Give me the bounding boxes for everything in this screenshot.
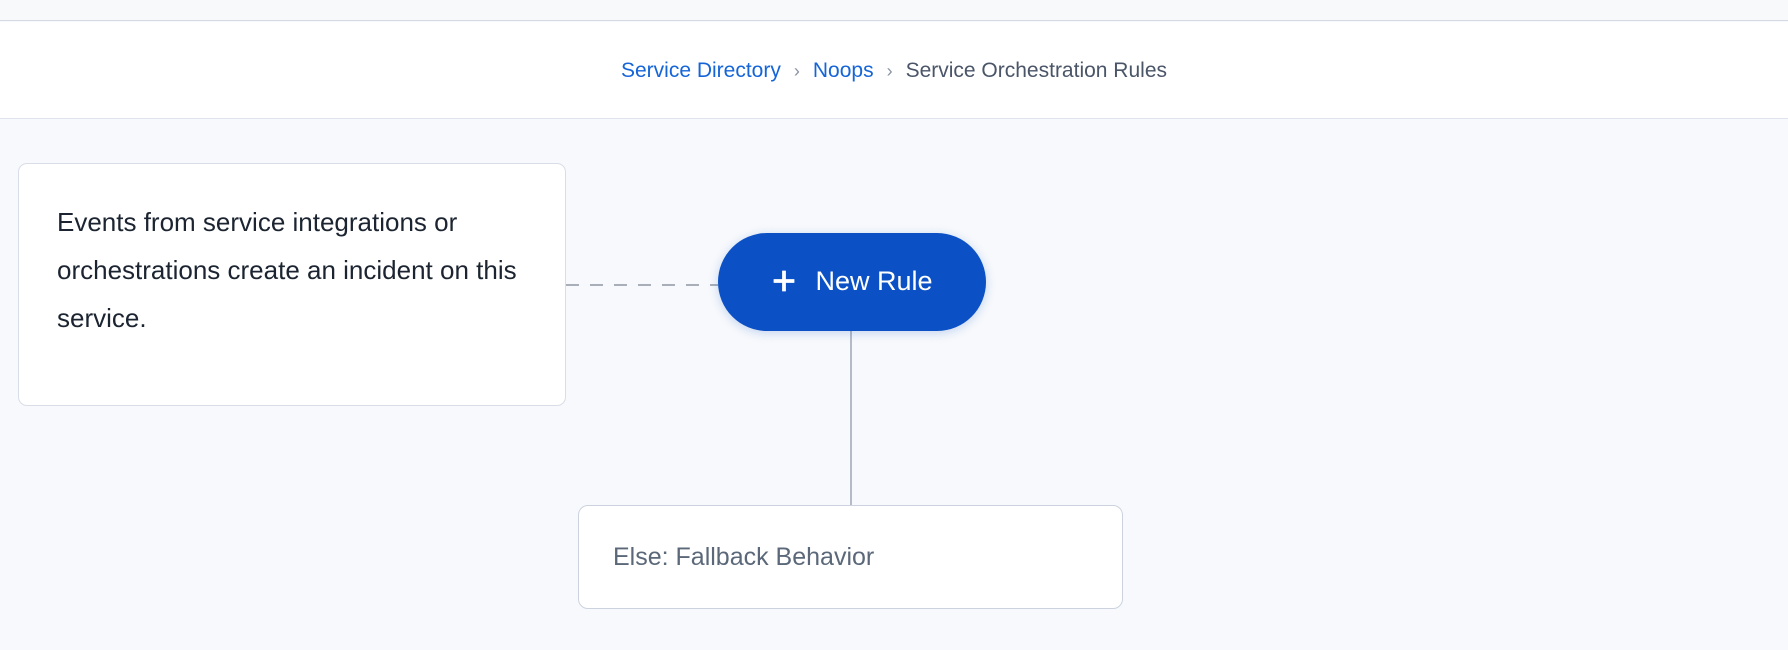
top-strip [0,0,1788,21]
vertical-connector-line [850,331,852,506]
breadcrumb-link-service-directory[interactable]: Service Directory [620,58,781,82]
breadcrumb-current-page: Service Orchestration Rules [905,58,1167,82]
info-card: Events from service integrations or orch… [18,163,566,406]
dashed-connector-line [566,284,718,286]
info-card-text: Events from service integrations or orch… [57,207,517,333]
breadcrumb: Service Directory › Noops › Service Orch… [621,60,1167,81]
breadcrumb-link-noops[interactable]: Noops [812,58,874,82]
breadcrumb-bar: Service Directory › Noops › Service Orch… [0,22,1788,119]
breadcrumb-separator-icon: › [793,61,800,81]
rules-canvas: Events from service integrations or orch… [0,120,1788,650]
fallback-behavior-label: Else: Fallback Behavior [613,542,875,571]
new-rule-button[interactable]: New Rule [718,233,986,331]
plus-icon [771,268,797,294]
fallback-behavior-node[interactable]: Else: Fallback Behavior [578,505,1123,609]
new-rule-button-label: New Rule [815,265,933,296]
breadcrumb-separator-icon: › [886,61,893,81]
